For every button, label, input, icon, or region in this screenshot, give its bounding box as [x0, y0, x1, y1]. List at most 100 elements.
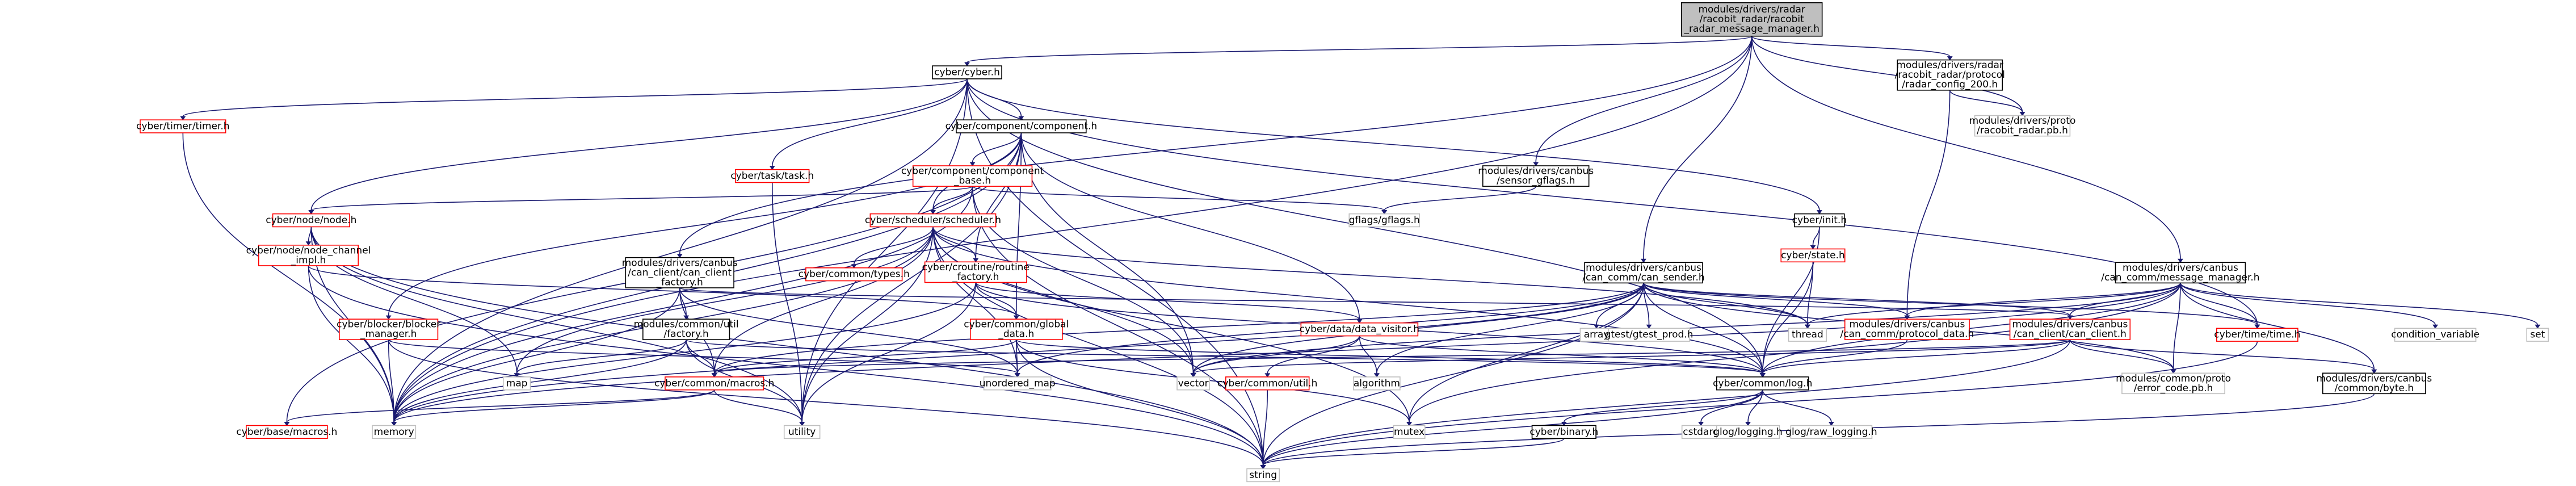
node-label-line: /can_comm/message_manager.h: [2101, 272, 2259, 283]
node-node[interactable]: cyber/node/node.h: [266, 213, 356, 228]
node-component[interactable]: cyber/component/component.h: [945, 119, 1098, 133]
edge-cyber_cyber-to-component: [966, 78, 1024, 121]
edge-line: [1192, 339, 2071, 374]
node-time[interactable]: cyber/time/time.h: [2214, 328, 2300, 342]
node-sensor-gflags[interactable]: modules/drivers/canbus/sensor_gflags.h: [1478, 165, 1594, 187]
node-box: [1974, 115, 2071, 137]
node-scheduler[interactable]: cyber/scheduler/scheduler.h: [865, 213, 1001, 228]
node-can-client-factory[interactable]: modules/drivers/canbus/can_client/can_cl…: [622, 257, 738, 288]
node-init[interactable]: cyber/init.h: [1792, 213, 1847, 228]
edge-arrowhead: [1381, 210, 1388, 215]
node-label-line: glog/raw_logging.h: [1785, 426, 1877, 438]
node-label-line: cyber/common/global: [964, 319, 1069, 330]
node-glog-raw: glog/raw_logging.h: [1785, 425, 1877, 439]
edge-arrowhead: [308, 210, 314, 215]
edge-line: [1643, 36, 1753, 259]
node-label-line: /racobit_radar.pb.h: [1977, 125, 2068, 136]
edge-line: [1384, 186, 1537, 211]
node-byte[interactable]: modules/drivers/canbus/common/byte.h: [2316, 372, 2432, 395]
node-node-channel[interactable]: cyber/node/node_channel_impl.h: [246, 245, 371, 266]
node-mutex: mutex: [1393, 425, 1426, 439]
node-box: [1348, 213, 1421, 228]
edge-data_visitor-to-algorithm: [1359, 336, 1380, 378]
edge-line: [393, 78, 968, 422]
node-box: [1897, 59, 2003, 91]
node-label-line: _base.h: [953, 175, 991, 187]
node-can-sender[interactable]: modules/drivers/canbus/can_comm/can_send…: [1582, 262, 1705, 284]
node-label-line: modules/drivers/canbus: [2123, 262, 2238, 274]
node-label-line: modules/drivers/radar: [1698, 4, 1805, 15]
node-label-line: cyber/cyber.h: [934, 66, 1000, 78]
node-label-line: set: [2530, 329, 2545, 341]
node-routine-factory[interactable]: cyber/croutine/routine_factory.h: [922, 261, 1029, 283]
node-box: [1794, 213, 1845, 228]
edge-arrowhead: [2432, 324, 2439, 329]
node-state[interactable]: cyber/state.h: [1780, 248, 1846, 263]
edge-line: [801, 132, 1022, 422]
edge-line: [388, 340, 394, 422]
edge-line: [393, 283, 2181, 422]
node-vector: vector: [1176, 376, 1211, 391]
edge-can_client-to-log: [1759, 339, 2071, 378]
edge-sensor_gflags-to-gflags: [1381, 186, 1537, 215]
node-label-line: cyber/node/node_channel: [246, 245, 371, 256]
node-label-line: cyber/scheduler/scheduler.h: [865, 215, 1001, 226]
node-root[interactable]: modules/drivers/radar/racobit_radar/raco…: [1680, 2, 1823, 37]
node-box: [1584, 262, 1703, 284]
edge-line: [2069, 339, 2375, 370]
edge-line: [686, 340, 715, 374]
node-protocol-data[interactable]: modules/drivers/canbus/can_comm/protocol…: [1840, 319, 1974, 341]
node-cyber-cyber[interactable]: cyber/cyber.h: [932, 65, 1002, 79]
node-blocker-manager[interactable]: cyber/blocker/blocker_manager.h: [337, 319, 440, 341]
edge-line: [713, 339, 2071, 374]
edge-line: [1535, 36, 1753, 162]
edge-line: [686, 339, 1763, 374]
edge-line: [1762, 339, 1908, 374]
node-map: map: [503, 376, 531, 391]
edge-component_base-to-gflags: [972, 186, 1388, 215]
node-log[interactable]: cyber/common/log.h: [1713, 376, 1812, 391]
edge-component_base-to-scheduler: [930, 186, 973, 215]
node-label-line: cyber/common/util.h: [1217, 378, 1317, 389]
node-base-macros[interactable]: cyber/base/macros.h: [236, 425, 337, 439]
node-data-visitor[interactable]: cyber/data/data_visitor.h: [1300, 322, 1419, 337]
node-common-util-factory[interactable]: modules/common/util/factory.h: [634, 319, 739, 341]
edge-arrowhead: [1759, 373, 1766, 378]
edge-arrowhead: [284, 421, 290, 426]
edge-component-to-component_base: [969, 132, 1022, 166]
node-global-data[interactable]: cyber/common/global_data.h: [964, 319, 1069, 341]
node-common-types[interactable]: cyber/common/types.h: [799, 267, 910, 282]
node-racobit-radar-conf[interactable]: modules/drivers/radar/racobit_radar/prot…: [1895, 59, 2005, 91]
edge-line: [1262, 389, 1763, 466]
edge-node_channel-to-memory: [308, 265, 397, 426]
node-can-client[interactable]: modules/drivers/canbus/can_client/can_cl…: [2009, 319, 2131, 341]
edge-line: [1751, 35, 1951, 57]
edge-arrowhead: [180, 116, 186, 121]
node-label-line: array: [1584, 329, 1610, 341]
edge-arrowhead: [1533, 162, 1539, 166]
edge-line: [1262, 341, 2258, 466]
node-box: [1531, 425, 1596, 439]
node-label-line: modules/drivers/canbus: [2316, 373, 2432, 384]
node-component-base[interactable]: cyber/component/component_base.h: [901, 165, 1044, 187]
edge-line: [1016, 132, 1022, 316]
node-task[interactable]: cyber/task/task.h: [730, 169, 814, 183]
node-label-line: map: [506, 378, 528, 389]
edge-line: [713, 389, 802, 422]
node-label-line: algorithm: [1354, 378, 1400, 389]
node-message-manager[interactable]: modules/drivers/canbus/can_comm/message_…: [2101, 262, 2260, 284]
node-box: [783, 425, 821, 439]
node-common-util[interactable]: cyber/common/util.h: [1217, 376, 1317, 391]
node-timer[interactable]: cyber/timer/timer.h: [136, 119, 230, 133]
node-binary[interactable]: cyber/binary.h: [1529, 425, 1598, 439]
edge-arrowhead: [2371, 369, 2377, 374]
node-label-line: _factory.h: [952, 271, 999, 283]
node-racobit-radar-pb: modules/drivers/proto/racobit_radar.pb.h: [1969, 115, 2075, 137]
node-box: [869, 213, 997, 228]
edge-node-to-node_channel: [305, 227, 312, 246]
edge-arrowhead: [969, 162, 976, 166]
node-box: [1788, 328, 1827, 342]
edge-line: [2172, 283, 2181, 370]
edge-line: [388, 339, 1018, 374]
node-macros[interactable]: cyber/common/macros.h: [654, 376, 775, 391]
